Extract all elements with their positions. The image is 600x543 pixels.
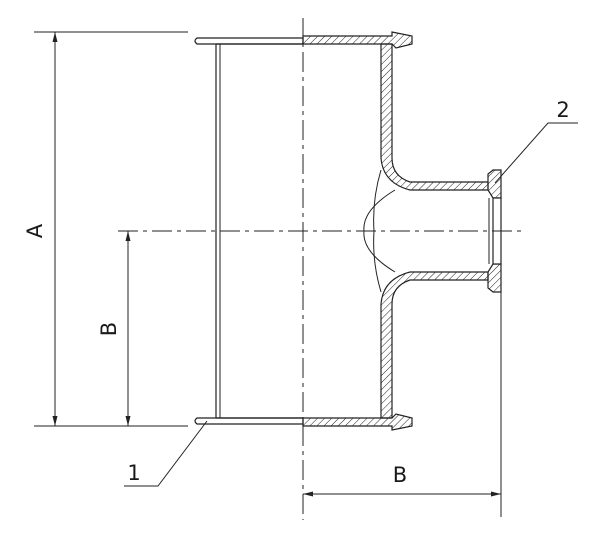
callout-2: 2	[494, 98, 578, 184]
upper-wall-section	[380, 43, 489, 191]
callout-1-label: 1	[127, 461, 140, 485]
dimension-a: A	[23, 31, 188, 427]
callout-2-leader	[494, 122, 578, 184]
dim-b-horizontal-label: B	[393, 463, 407, 487]
bottom-flange-section	[302, 413, 413, 431]
bottom-flange-left	[194, 417, 304, 425]
dim-a-label: A	[23, 223, 47, 238]
dim-b-vertical-label: B	[97, 322, 121, 336]
branch-flange-top	[487, 169, 502, 199]
callout-1-leader	[124, 420, 208, 487]
callout-1: 1	[124, 420, 208, 487]
callout-2-label: 2	[556, 98, 569, 122]
branch-flange-bottom	[487, 263, 502, 293]
dimension-b-vertical: B	[97, 231, 131, 426]
dimension-b-horizontal: B	[303, 292, 502, 517]
top-flange-section	[302, 31, 413, 49]
lower-wall-section	[380, 271, 489, 419]
top-flange-left	[194, 37, 304, 45]
